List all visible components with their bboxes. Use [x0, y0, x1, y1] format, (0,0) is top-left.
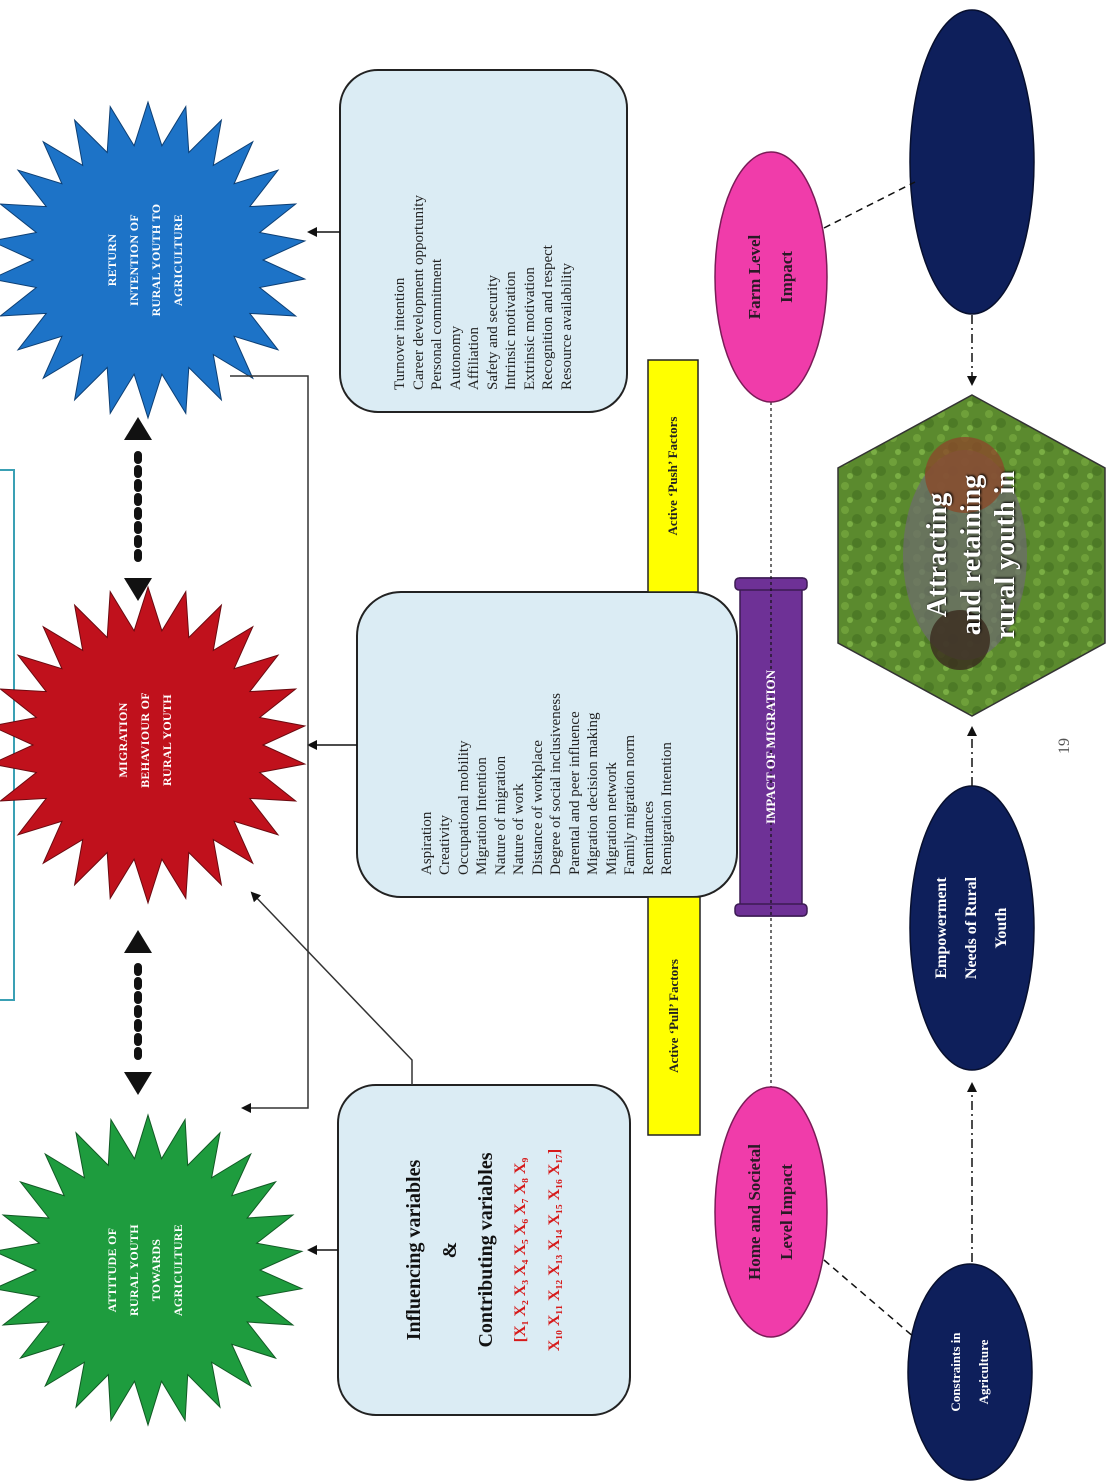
list-item: Remittances — [640, 800, 657, 875]
top-navy-oval — [909, 9, 1035, 315]
variables-list-line-2: X₁₀ X₁₁ X₁₂ X₁₃ X₁₄ X₁₅ X₁₆ X₁₇] — [546, 1148, 563, 1352]
return-starburst — [0, 100, 307, 420]
migration-line-3: RURAL YOUTH — [160, 694, 174, 786]
farm-line-1: Farm Level — [745, 234, 764, 320]
list-item: Extrinsic motivation — [521, 267, 538, 390]
return-factors-list: Turnover intention Career development op… — [340, 70, 627, 412]
home-line-2: Level Impact — [777, 1164, 796, 1260]
list-item: Migration network — [603, 762, 620, 875]
list-item: Migration Intention — [474, 757, 490, 875]
list-item: Remigration Intention — [659, 742, 675, 875]
constraints-line-2: Agriculture — [976, 1339, 991, 1405]
list-item: Degree of social inclusiveness — [548, 692, 564, 875]
migration-star-label: MIGRATION BEHAVIOUR OF RURAL YOUTH — [70, 655, 220, 825]
list-item: Parental and peer influence — [566, 711, 583, 875]
list-item: Occupational mobility — [455, 740, 472, 875]
migration-line-2: BEHAVIOUR OF — [138, 692, 152, 788]
variables-box-text: Influencing variables & Contributing var… — [338, 1085, 630, 1415]
list-item: Intrinsic motivation — [503, 271, 519, 390]
farm-level-impact-label: Farm Level Impact — [715, 152, 827, 402]
double-arrow-attitude-migration — [124, 930, 152, 1095]
list-item: Affiliation — [466, 326, 482, 390]
list-item: Nature of work — [511, 783, 527, 875]
constraints-label: Constraints in Agriculture — [908, 1264, 1032, 1480]
pull-factors-label: Active ‘Pull’ Factors — [666, 959, 681, 1073]
variables-list-line-1: [X₁ X₂ X₃ X₄ X₅ X₆ X₇ X₈ X₉ — [512, 1157, 529, 1343]
migration-factors-list: Aspiration Creativity Occupational mobil… — [357, 592, 737, 897]
attitude-star-label: ATTITUDE OF RURAL YOUTH TOWARDS AGRICULT… — [65, 1190, 225, 1350]
list-item: Family migration norm — [622, 735, 638, 875]
connector-variables-to-migration — [250, 891, 413, 1085]
hexagon-line-2: and retaining — [956, 474, 987, 636]
list-item: Creativity — [437, 815, 453, 875]
return-line-2: INTENTION OF — [127, 214, 141, 306]
empowerment-line-2: Needs of Rural — [963, 876, 980, 980]
home-line-1: Home and Societal — [745, 1144, 764, 1280]
farm-level-impact-oval — [714, 151, 828, 403]
return-line-1: RETURN — [105, 233, 119, 287]
list-item: Autonomy — [447, 325, 464, 390]
list-item: Turnover intention — [392, 277, 408, 390]
ampersand-label: & — [439, 1241, 461, 1259]
contributing-variables-label: Contributing variables — [475, 1152, 497, 1348]
hexagon-label: Attracting and retaining rural youth in — [872, 420, 1072, 690]
list-item: Migration decision making — [585, 712, 601, 875]
list-item: Resource availability — [558, 262, 575, 390]
list-item: Safety and security — [484, 275, 501, 390]
connector-return-to-attitude — [230, 375, 309, 1113]
list-item: Recognition and respect — [540, 245, 556, 390]
push-factors-box — [647, 359, 699, 593]
constraints-oval — [907, 1263, 1033, 1481]
empowerment-line-1: Empowerment — [933, 877, 950, 979]
empowerment-label: Empowerment Needs of Rural Youth — [910, 786, 1034, 1070]
hexagon-line-3: rural youth in — [990, 470, 1021, 640]
list-item: Career development opportunity — [410, 195, 427, 390]
attitude-line-3: TOWARDS — [149, 1238, 163, 1302]
attitude-line-4: AGRICULTURE — [171, 1223, 185, 1317]
list-item: Nature of migration — [492, 755, 509, 875]
list-item: Personal commitment — [429, 258, 445, 390]
dash-home-to-constraints — [823, 1259, 916, 1339]
dash-farm-to-navy — [823, 181, 916, 229]
double-arrow-migration-return — [124, 417, 152, 601]
attitude-line-2: RURAL YOUTH — [127, 1224, 141, 1316]
hexagon-line-1: Attracting — [922, 492, 953, 618]
return-line-3: RURAL YOUTH TO — [149, 203, 163, 317]
attracting-youth-hexagon — [837, 394, 1106, 717]
pull-factors-box — [647, 896, 701, 1136]
home-societal-impact-oval — [714, 1086, 828, 1338]
migration-starburst — [0, 585, 307, 905]
return-factors-box — [339, 69, 628, 413]
constraints-line-1: Constraints in — [948, 1332, 963, 1412]
return-star-label: RETURN INTENTION OF RURAL YOUTH TO AGRIC… — [65, 175, 225, 345]
impact-of-migration-label: IMPACT OF MIGRATION — [763, 669, 778, 825]
page-number: 19 — [1056, 738, 1073, 754]
list-item: Aspiration — [418, 811, 435, 875]
migration-line-1: MIGRATION — [116, 702, 130, 778]
return-line-4: AGRICULTURE — [171, 213, 185, 307]
influencing-variables-label: Influencing variables — [403, 1159, 425, 1341]
attitude-line-1: ATTITUDE OF — [105, 1227, 119, 1313]
attitude-starburst — [0, 1113, 304, 1427]
home-societal-impact-label: Home and Societal Level Impact — [715, 1087, 827, 1337]
empowerment-line-3: Youth — [993, 907, 1010, 949]
list-item: Distance of workplace — [529, 740, 546, 875]
push-factors-label: Active ‘Push’ Factors — [665, 416, 680, 536]
farm-line-2: Impact — [777, 251, 796, 303]
